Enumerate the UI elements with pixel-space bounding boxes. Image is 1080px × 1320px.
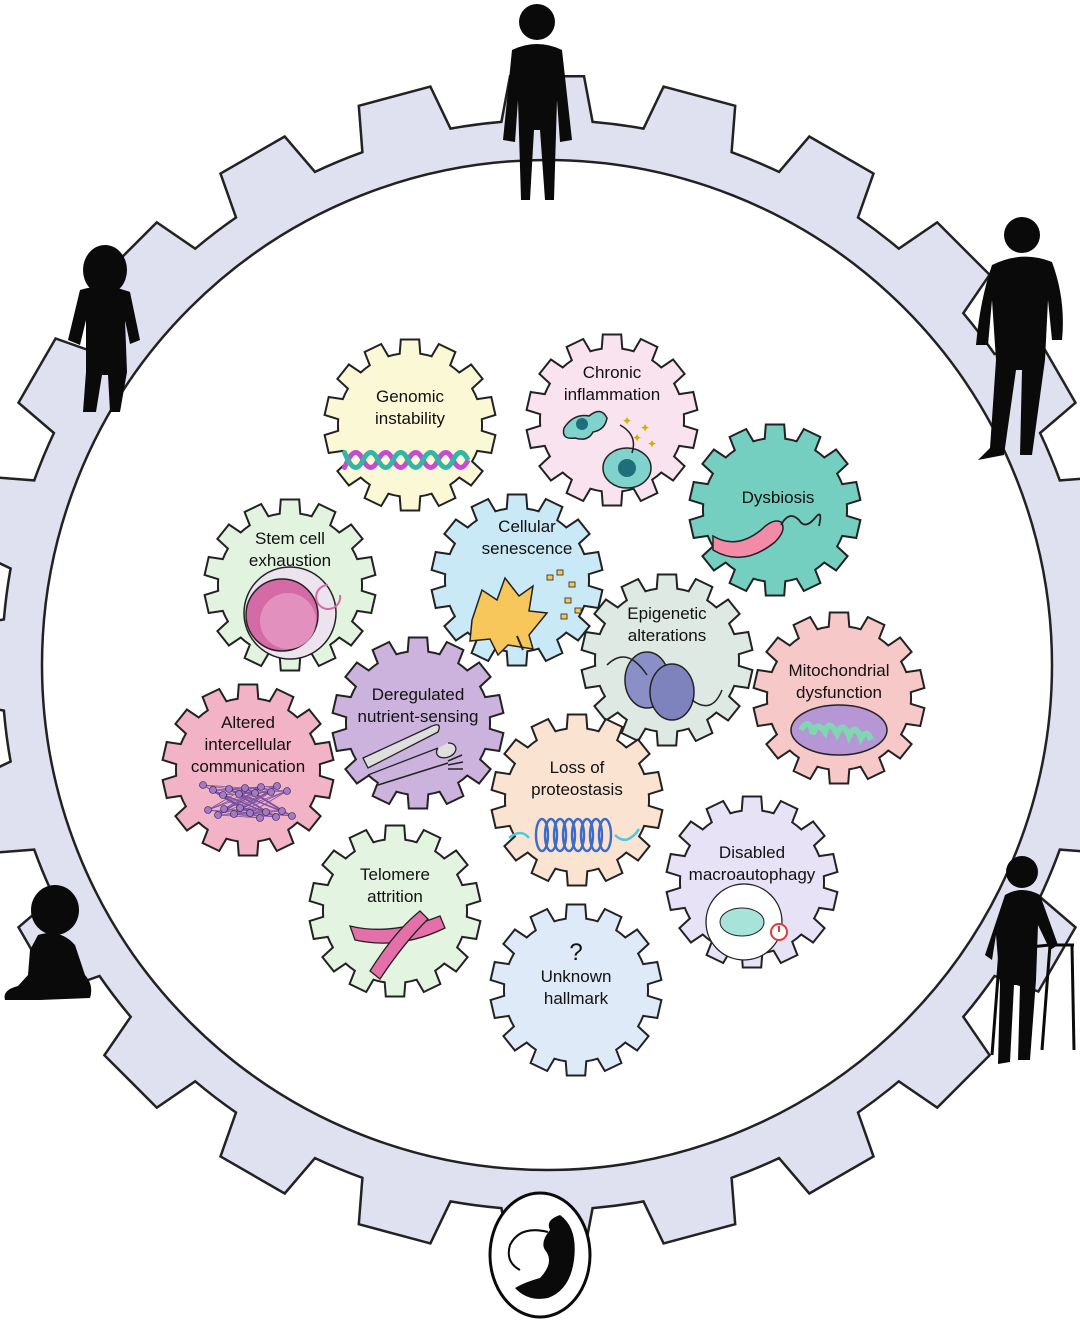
senescence-icon <box>469 569 582 657</box>
genomic-label-line-1: instability <box>375 409 445 428</box>
gear-epigenetic-shape <box>580 573 754 747</box>
stemcell-label-line-0: Stem cell <box>255 529 325 548</box>
gear-dysbiosis: Dysbiosis <box>688 423 862 597</box>
gear-stemcell: Stem cell exhaustion <box>203 498 377 672</box>
intercellular-label-line-1: intercellular <box>205 735 292 754</box>
adult-silhouette <box>503 4 572 200</box>
mitochondrial-label-line-0: Mitochondrial <box>788 661 889 680</box>
nutrient-label-line-1: nutrient-sensing <box>358 707 479 726</box>
genomic-label-line-0: Genomic <box>376 387 445 406</box>
senescence-label-line-1: senescence <box>482 539 573 558</box>
gear-genomic: Genomic instability <box>323 338 497 512</box>
elderly-with-walker-silhouette <box>985 856 1076 1064</box>
genomic-icon <box>342 450 471 470</box>
stemcell-icon <box>243 566 342 660</box>
intercellular-icon <box>199 781 296 822</box>
unknown-label-line-2: hallmark <box>544 989 609 1008</box>
epigenetic-label-line-0: Epigenetic <box>627 604 707 623</box>
nutrient-icon <box>362 724 464 786</box>
telomere-label-line-1: attrition <box>367 887 423 906</box>
inflammation-label-line-0: Chronic <box>583 363 642 382</box>
gear-telomere-shape <box>308 824 482 998</box>
stemcell-label-line-1: exhaustion <box>249 551 331 570</box>
unknown-label-line-1: Unknown <box>541 967 612 986</box>
gear-proteostasis-shape <box>490 713 664 887</box>
autophagy-label-line-1: macroautophagy <box>689 865 816 884</box>
autophagy-icon <box>705 883 788 961</box>
unknown-label-line-0: ? <box>569 939 582 966</box>
inflammation-label-line-1: inflammation <box>564 385 660 404</box>
svg-text:✦: ✦ <box>640 421 650 435</box>
gear-inflammation-shape <box>525 333 699 507</box>
fetus-icon <box>488 1191 592 1319</box>
intercellular-label-line-0: Altered <box>221 713 275 732</box>
svg-text:✦: ✦ <box>622 414 632 428</box>
toddler-silhouette <box>68 245 140 412</box>
gear-dysbiosis-shape <box>688 423 862 597</box>
epigenetic-icon <box>606 651 723 721</box>
gear-autophagy: Disabled macroautophagy <box>665 795 839 969</box>
gear-telomere: Telomere attrition <box>308 824 482 998</box>
gear-epigenetic: Epigenetic alterations <box>580 573 754 747</box>
proteostasis-icon <box>508 817 641 853</box>
svg-text:✦: ✦ <box>632 431 642 445</box>
mitochondrial-icon <box>790 704 888 756</box>
svg-text:✦: ✦ <box>647 437 657 451</box>
hallmark-gears: Genomicinstability✦✦✦✦Chronicinflammatio… <box>161 333 926 1077</box>
mitochondrial-label-line-1: dysfunction <box>796 683 882 702</box>
gear-senescence: Cellular senescence <box>430 493 604 667</box>
gear-unknown: ?Unknown hallmark <box>489 903 663 1077</box>
older-adult-silhouette <box>976 217 1063 460</box>
gear-intercellular: Altered intercellular communication <box>161 683 335 857</box>
gear-proteostasis: Loss of proteostasis <box>490 713 664 887</box>
gear-unknown-shape <box>489 903 663 1077</box>
nutrient-label-line-0: Deregulated <box>372 685 465 704</box>
proteostasis-label-line-0: Loss of <box>550 758 605 777</box>
telomere-label-line-0: Telomere <box>360 865 430 884</box>
gear-mitochondrial: Mitochondrial dysfunction <box>752 611 926 785</box>
senescence-label-line-0: Cellular <box>498 517 556 536</box>
infant-silhouette <box>4 885 92 1000</box>
gear-nutrient: Deregulated nutrient-sensing <box>331 636 505 810</box>
gear-nutrient-shape <box>331 636 505 810</box>
epigenetic-label-line-1: alterations <box>628 626 706 645</box>
proteostasis-label-line-1: proteostasis <box>531 780 623 799</box>
dysbiosis-label-line-0: Dysbiosis <box>742 488 815 507</box>
telomere-icon <box>348 910 446 980</box>
dysbiosis-icon <box>712 513 822 559</box>
inflammation-icon: ✦✦✦✦ <box>562 410 657 489</box>
autophagy-label-line-0: Disabled <box>719 843 785 862</box>
intercellular-label-line-2: communication <box>191 757 305 776</box>
